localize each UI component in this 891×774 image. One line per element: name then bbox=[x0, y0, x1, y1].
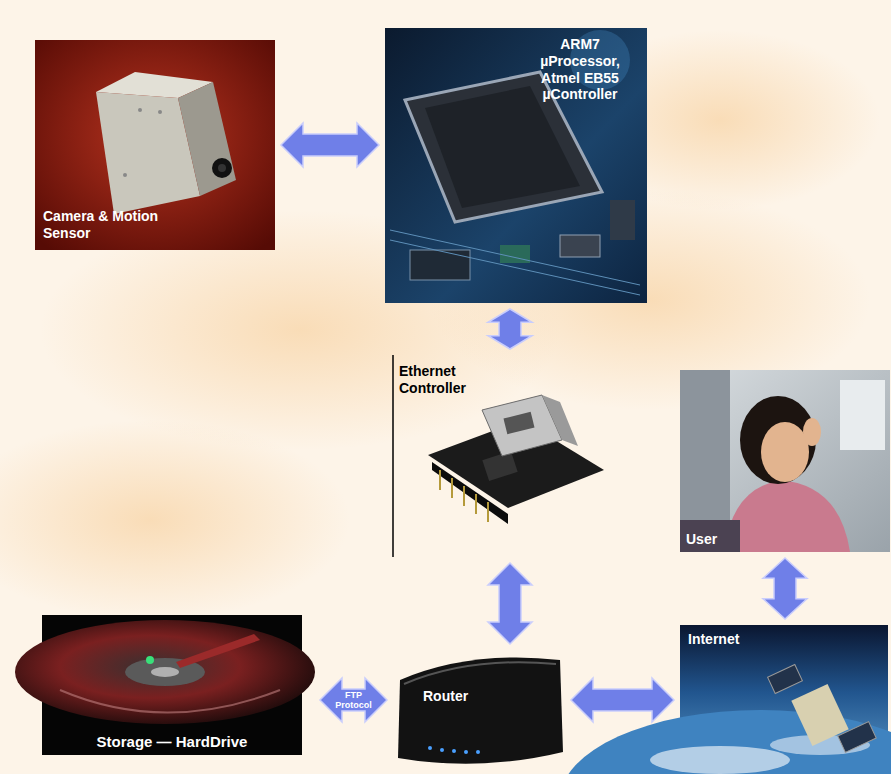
node-label: Camera & Motion Sensor bbox=[43, 208, 163, 242]
user-node: User bbox=[680, 370, 890, 552]
double-arrow bbox=[320, 678, 387, 722]
double-arrow bbox=[488, 309, 532, 349]
camera-photo bbox=[35, 40, 275, 250]
processor-node: ARM7 µProcessor, Atmel EB55 µController bbox=[385, 28, 647, 303]
node-label: ARM7 µProcessor, Atmel EB55 µController bbox=[525, 36, 635, 103]
node-label: Internet bbox=[688, 631, 739, 648]
double-arrow bbox=[763, 558, 807, 619]
node-label: Router bbox=[423, 688, 468, 705]
node-label: Storage — HardDrive bbox=[42, 733, 302, 751]
router-device bbox=[398, 658, 563, 764]
ethernet-module bbox=[393, 355, 604, 557]
camera-node: Camera & Motion Sensor bbox=[35, 40, 275, 250]
edge-label: FTP Protocol bbox=[332, 690, 376, 711]
user-photo bbox=[680, 370, 890, 552]
internet-photo bbox=[560, 625, 891, 774]
storage-node: Storage — HardDrive bbox=[42, 615, 314, 755]
processor-photo bbox=[385, 28, 647, 303]
double-arrow bbox=[571, 678, 674, 722]
background-blobs bbox=[0, 30, 880, 620]
node-label: Ethernet Controller bbox=[399, 363, 509, 397]
node-label: User bbox=[686, 531, 717, 548]
internet-node: Internet bbox=[680, 625, 888, 774]
harddrive-photo bbox=[15, 615, 315, 755]
double-arrow bbox=[281, 123, 379, 167]
router-node: Router bbox=[393, 650, 565, 770]
double-arrow bbox=[488, 563, 532, 644]
ethernet-node: Ethernet Controller bbox=[393, 355, 620, 557]
